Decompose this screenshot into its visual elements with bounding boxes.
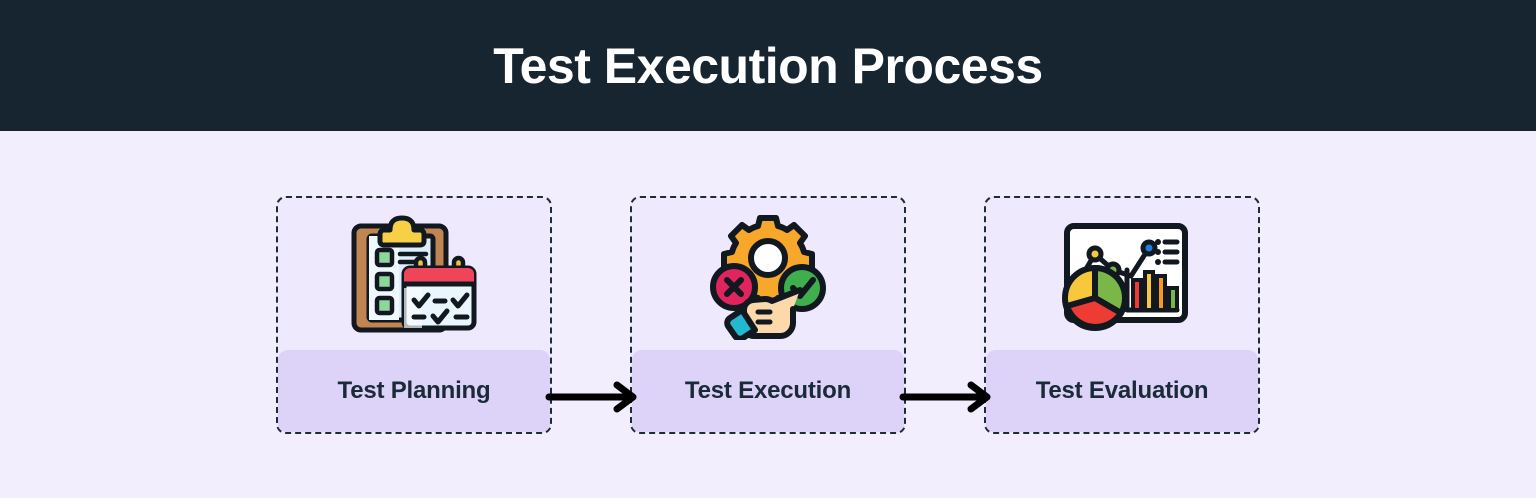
page-title: Test Execution Process (493, 37, 1043, 94)
step-card-test-execution[interactable]: Test Execution (630, 196, 906, 434)
arrow-execution-to-evaluation (899, 380, 995, 414)
gear-hand-pass-fail-icon (632, 198, 904, 354)
step-label-band: Test Execution (632, 350, 904, 432)
step-card-test-planning[interactable]: Test Planning (276, 196, 552, 434)
step-label-band: Test Planning (278, 350, 550, 432)
step-label-text: Test Execution (684, 377, 852, 404)
step-label-band: Test Evaluation (986, 350, 1258, 432)
step-label-text: Test Evaluation (1035, 377, 1209, 404)
process-flow: Test Planning (0, 131, 1536, 498)
step-label-text: Test Planning (337, 377, 491, 404)
page-header: Test Execution Process (0, 0, 1536, 131)
arrow-planning-to-execution (545, 380, 641, 414)
step-card-test-evaluation[interactable]: Test Evaluation (984, 196, 1260, 434)
clipboard-calendar-icon (278, 198, 550, 354)
analytics-dashboard-icon (986, 198, 1258, 354)
